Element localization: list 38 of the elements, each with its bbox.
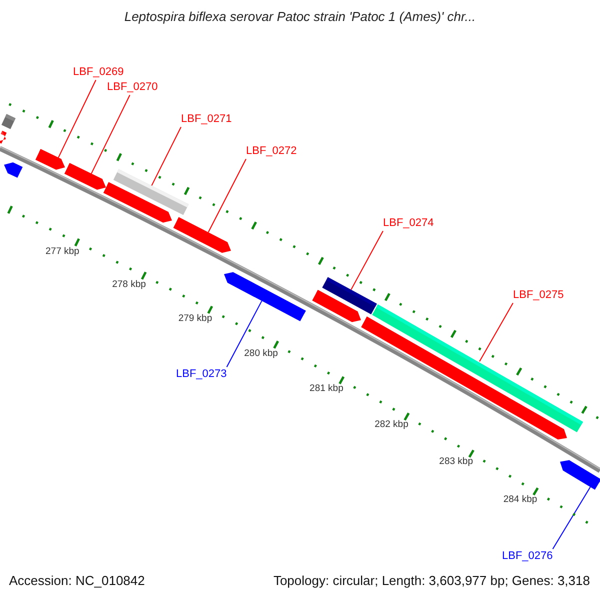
- gene-label: LBF_0276: [502, 550, 553, 563]
- gene-label: LBF_0272: [246, 145, 297, 158]
- scale-label: 278 kbp: [111, 279, 147, 290]
- scale-label: 284 kbp: [502, 494, 538, 505]
- leader-line: [226, 300, 262, 368]
- gene-bar: [64, 162, 106, 190]
- leader-line: [208, 158, 246, 233]
- gene-label: LBF_0269: [73, 66, 124, 79]
- gene-bar: [4, 162, 23, 178]
- feature-bar: [322, 277, 377, 314]
- accession-text: Accession: NC_010842: [9, 573, 145, 588]
- scale-label: 280 kbp: [243, 348, 279, 359]
- diagram-title: Leptospira biflexa serovar Patoc strain 'Patoc 1 (Ames)' chr...: [123, 9, 477, 24]
- scale-label: 277 kbp: [44, 246, 80, 257]
- gene-label: LBF_0270: [107, 81, 158, 94]
- gene-label: LBF_0274: [383, 217, 434, 230]
- gene-bar: [560, 460, 600, 490]
- scale-label: 281 kbp: [308, 383, 344, 394]
- leader-line: [479, 302, 514, 362]
- gene-bar: [0, 130, 7, 144]
- scale-label: 283 kbp: [438, 456, 474, 468]
- leader-line: [350, 230, 384, 290]
- gene-bar: [35, 148, 65, 170]
- gene-bar: [224, 272, 306, 322]
- feature-bar: [372, 304, 584, 432]
- leader-line: [151, 126, 182, 186]
- feature-bar: [113, 169, 189, 215]
- feature-bar: [1, 114, 16, 130]
- genome-info-text: Topology: circular; Length: 3,603,977 bp; Genes: 3,318: [273, 573, 590, 588]
- gene-label: LBF_0271: [181, 113, 232, 126]
- gene-label: LBF_0275: [513, 289, 564, 302]
- gene-label: LBF_0273: [176, 368, 227, 381]
- gene-bar: [173, 217, 231, 253]
- leader-line: [58, 80, 96, 158]
- leader-line: [90, 94, 130, 174]
- leader-line: [552, 486, 591, 550]
- scale-label: 282 kbp: [374, 419, 410, 430]
- scale-label: 279 kbp: [177, 312, 214, 324]
